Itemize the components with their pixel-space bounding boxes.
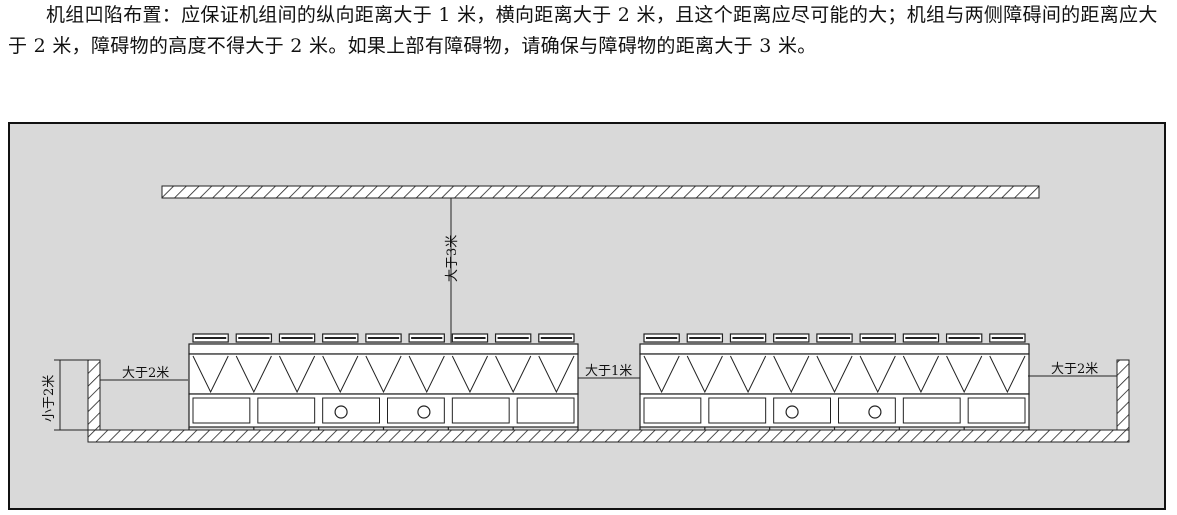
ceiling-obstacle [161,185,1040,199]
coil-v [451,355,489,394]
compressor-symbol [785,405,799,419]
chiller-unit-left [188,333,579,430]
access-panel [967,397,1026,424]
compressor-symbol [417,405,431,419]
top-clearance-label: 大于3米 [445,235,460,282]
compressor-symbol [334,405,348,419]
right-wall [1116,359,1130,431]
coil-v [946,355,983,394]
coil-v [408,355,445,394]
coil-v [729,355,767,394]
diagram-canvas: 大于3米 小于2米 大于2米 大于1米 大于2米 [8,122,1166,510]
diagram-frame [8,122,1166,510]
access-panel [322,397,380,424]
coil-v [989,355,1026,394]
access-panel [451,397,510,424]
coil-v [643,355,680,394]
coil-v [192,355,229,394]
access-panel [192,397,251,424]
coil-v [495,355,532,394]
access-panel [643,397,702,424]
coil-v [278,355,316,394]
coil-v [902,355,940,394]
coil-v [859,355,896,394]
coil-section [188,353,579,395]
chiller-unit-right [639,333,1030,430]
right-gap-label: 大于2米 [1051,362,1098,377]
pit-floor [87,429,1130,443]
instruction-text: 机组凹陷布置：应保证机组间的纵向距离大于 1 米，横向距离大于 2 米，且这个距… [8,0,1173,62]
base-section [188,393,579,428]
unit-top-rail [188,343,579,355]
access-panel [516,397,575,424]
left-gap-label: 大于2米 [122,366,169,381]
unit-top-rail [639,343,1030,355]
access-panel [387,397,445,424]
coil-v [816,355,853,394]
coil-v [773,355,810,394]
compressor-symbol [868,405,882,419]
coil-section [639,353,1030,395]
coil-v [365,355,402,394]
coil-v [538,355,575,394]
base-section [639,393,1030,428]
access-panel [708,397,767,424]
access-panel [773,397,832,424]
left-height-label: 小于2米 [42,375,57,422]
coil-v [686,355,723,394]
access-panel [838,397,896,424]
access-panel [902,397,961,424]
coil-v [322,355,359,394]
instruction-paragraph: 机组凹陷布置：应保证机组间的纵向距离大于 1 米，横向距离大于 2 米，且这个距… [8,4,1158,57]
left-wall [87,359,101,431]
middle-gap-label: 大于1米 [585,364,632,379]
coil-v [235,355,272,394]
installation-diagram: 大于3米 小于2米 大于2米 大于1米 大于2米 [8,122,1166,510]
access-panel [257,397,316,424]
